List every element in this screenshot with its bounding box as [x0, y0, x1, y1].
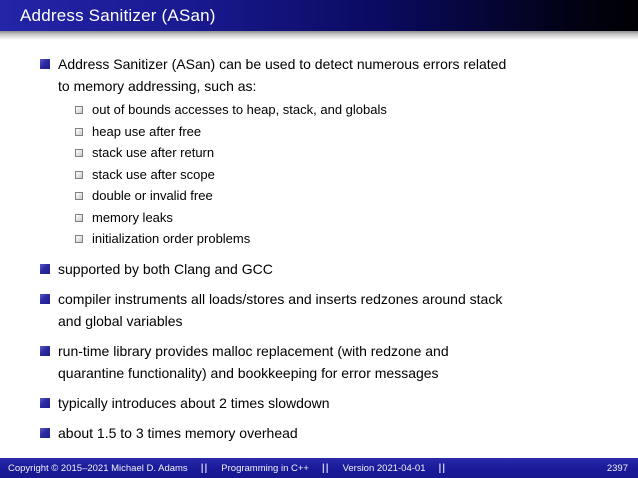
sub-list-item: stack use after scope	[75, 164, 624, 186]
bullet-square-icon	[40, 427, 50, 438]
bullet-list: Address Sanitizer (ASan) can be used to …	[40, 53, 624, 444]
bullet-square-icon	[40, 59, 50, 69]
sub-list-item: memory leaks	[75, 207, 624, 229]
bullet-square-icon	[40, 293, 50, 304]
bullet-text: typically introduces about 2 times slowd…	[58, 394, 330, 411]
sub-list-item: heap use after free	[75, 121, 624, 143]
sub-bullet-square-icon	[75, 213, 83, 222]
sub-bullet-text: out of bounds accesses to heap, stack, a…	[92, 102, 387, 117]
sub-list-item: stack use after return	[75, 142, 624, 164]
sub-bullet-text: initialization order problems	[92, 231, 251, 246]
sub-bullet-text: heap use after free	[92, 123, 202, 139]
list-item: supported by both Clang and GCC	[40, 258, 624, 280]
list-item: Address Sanitizer (ASan) can be used to …	[40, 53, 624, 250]
footer-separator: ||	[200, 462, 209, 474]
bullet-text: about 1.5 to 3 times memory overhead	[58, 424, 298, 441]
sub-bullet-square-icon	[75, 170, 83, 179]
footer-separator: ||	[321, 462, 330, 474]
headline-shadow	[0, 31, 638, 40]
slide-body: Address Sanitizer (ASan) can be used to …	[0, 40, 638, 458]
page-number: 2397	[606, 462, 628, 474]
sub-bullet-square-icon	[75, 235, 83, 243]
sub-bullet-square-icon	[75, 192, 83, 200]
sub-bullet-text: stack use after return	[92, 145, 215, 160]
sub-bullet-list: out of bounds accesses to heap, stack, a…	[40, 99, 624, 250]
sub-bullet-text: stack use after scope	[92, 166, 215, 182]
footer-copyright: Copyright © 2015–2021 Michael D. Adams	[8, 462, 188, 474]
bullet-square-icon	[40, 345, 50, 356]
footline-bar: Copyright © 2015–2021 Michael D. Adams |…	[0, 458, 638, 478]
list-item: about 1.5 to 3 times memory overhead	[40, 422, 624, 444]
bullet-square-icon	[40, 263, 50, 274]
bullet-text: compiler instruments all loads/stores an…	[58, 290, 503, 329]
bullet-text: run-time library provides malloc replace…	[58, 342, 449, 381]
sub-bullet-text: double or invalid free	[92, 188, 213, 203]
sub-list-item: initialization order problems	[75, 228, 624, 250]
sub-bullet-text: memory leaks	[92, 209, 173, 225]
footer-info: Copyright © 2015–2021 Michael D. Adams |…	[0, 463, 459, 474]
footer-version: Version 2021-04-01	[342, 462, 426, 474]
sub-bullet-square-icon	[75, 106, 83, 114]
footer-course: Programming in C++	[221, 462, 309, 474]
sub-bullet-square-icon	[75, 127, 83, 136]
slide-title: Address Sanitizer (ASan)	[20, 5, 216, 25]
headline-bar: Address Sanitizer (ASan)	[0, 0, 638, 31]
footer-separator: ||	[438, 462, 447, 474]
list-item: run-time library provides malloc replace…	[40, 340, 624, 384]
bullet-square-icon	[40, 397, 50, 408]
sub-list-item: double or invalid free	[75, 185, 624, 207]
list-item: compiler instruments all loads/stores an…	[40, 288, 624, 332]
sub-bullet-square-icon	[75, 149, 83, 157]
sub-list-item: out of bounds accesses to heap, stack, a…	[75, 99, 624, 121]
bullet-text: Address Sanitizer (ASan) can be used to …	[58, 56, 507, 94]
list-item: typically introduces about 2 times slowd…	[40, 392, 624, 414]
bullet-text: supported by both Clang and GCC	[58, 260, 273, 277]
